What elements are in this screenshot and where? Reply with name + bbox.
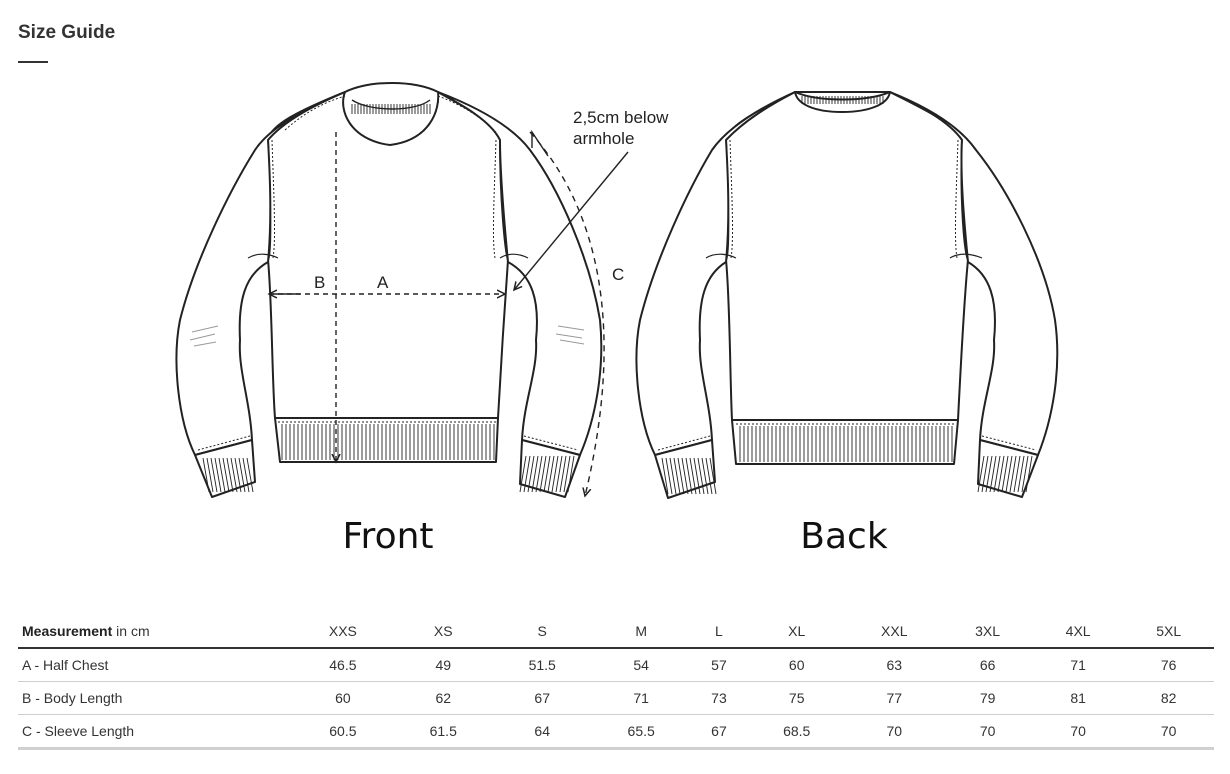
table-cell: 70 xyxy=(1032,714,1124,750)
size-header: S xyxy=(492,614,592,649)
table-row: B - Body Length 60 62 67 71 73 75 77 79 … xyxy=(18,681,1214,715)
measurement-lines-front xyxy=(269,129,629,496)
size-table: Measurement in cm XXS XS S M L XL XXL 3X… xyxy=(18,614,1214,750)
measurement-header: Measurement in cm xyxy=(18,614,292,649)
table-cell: 63 xyxy=(846,648,943,682)
size-header: XXS xyxy=(292,614,394,649)
size-header: M xyxy=(591,614,691,649)
table-cell: 62 xyxy=(393,681,493,715)
table-cell: 51.5 xyxy=(492,648,592,682)
row-label: C - Sleeve Length xyxy=(18,714,292,750)
table-cell: 70 xyxy=(1123,714,1214,750)
table-cell: 60 xyxy=(747,648,847,682)
table-cell: 57 xyxy=(690,648,748,682)
size-header: XXL xyxy=(846,614,943,649)
table-cell: 60.5 xyxy=(292,714,394,750)
table-cell: 71 xyxy=(1032,648,1124,682)
table-cell: 66 xyxy=(942,648,1033,682)
table-cell: 76 xyxy=(1123,648,1214,682)
sweatshirt-front xyxy=(175,82,603,498)
table-cell: 60 xyxy=(292,681,394,715)
table-cell: 71 xyxy=(591,681,691,715)
size-header: 3XL xyxy=(942,614,1033,649)
label-c: C xyxy=(612,265,624,284)
table-cell: 73 xyxy=(690,681,748,715)
sweatshirt-back xyxy=(635,91,1059,499)
front-label: Front xyxy=(342,516,433,557)
table-cell: 67 xyxy=(492,681,592,715)
label-b: B xyxy=(314,273,325,292)
size-table-header: Measurement in cm XXS XS S M L XL XXL 3X… xyxy=(18,614,1214,649)
label-a: A xyxy=(377,273,389,292)
table-cell: 67 xyxy=(690,714,748,750)
title-underline xyxy=(18,61,48,63)
table-cell: 65.5 xyxy=(591,714,691,750)
armhole-note-line1: 2,5cm below xyxy=(573,108,669,127)
table-row: A - Half Chest 46.5 49 51.5 54 57 60 63 … xyxy=(18,648,1214,682)
sweatshirt-illustration: B A C 2,5cm below armhole Front Back xyxy=(175,82,1059,557)
table-cell: 49 xyxy=(393,648,493,682)
table-cell: 70 xyxy=(942,714,1033,750)
size-header: 4XL xyxy=(1032,614,1124,649)
back-label: Back xyxy=(800,516,888,557)
size-header: 5XL xyxy=(1123,614,1214,649)
table-cell: 46.5 xyxy=(292,648,394,682)
table-cell: 82 xyxy=(1123,681,1214,715)
row-label: A - Half Chest xyxy=(18,648,292,682)
ribbing-back xyxy=(661,96,1033,495)
table-cell: 61.5 xyxy=(393,714,493,750)
table-row: C - Sleeve Length 60.5 61.5 64 65.5 67 6… xyxy=(18,714,1214,750)
size-header: XS xyxy=(393,614,493,649)
table-cell: 81 xyxy=(1032,681,1124,715)
armhole-note-line2: armhole xyxy=(573,129,634,148)
table-cell: 68.5 xyxy=(747,714,847,750)
table-cell: 64 xyxy=(492,714,592,750)
table-cell: 79 xyxy=(942,681,1033,715)
table-cell: 54 xyxy=(591,648,691,682)
table-cell: 77 xyxy=(846,681,943,715)
page-title: Size Guide xyxy=(18,22,116,43)
row-label: B - Body Length xyxy=(18,681,292,715)
size-header: L xyxy=(690,614,748,649)
table-cell: 75 xyxy=(747,681,847,715)
size-header: XL xyxy=(747,614,847,649)
table-cell: 70 xyxy=(846,714,943,750)
